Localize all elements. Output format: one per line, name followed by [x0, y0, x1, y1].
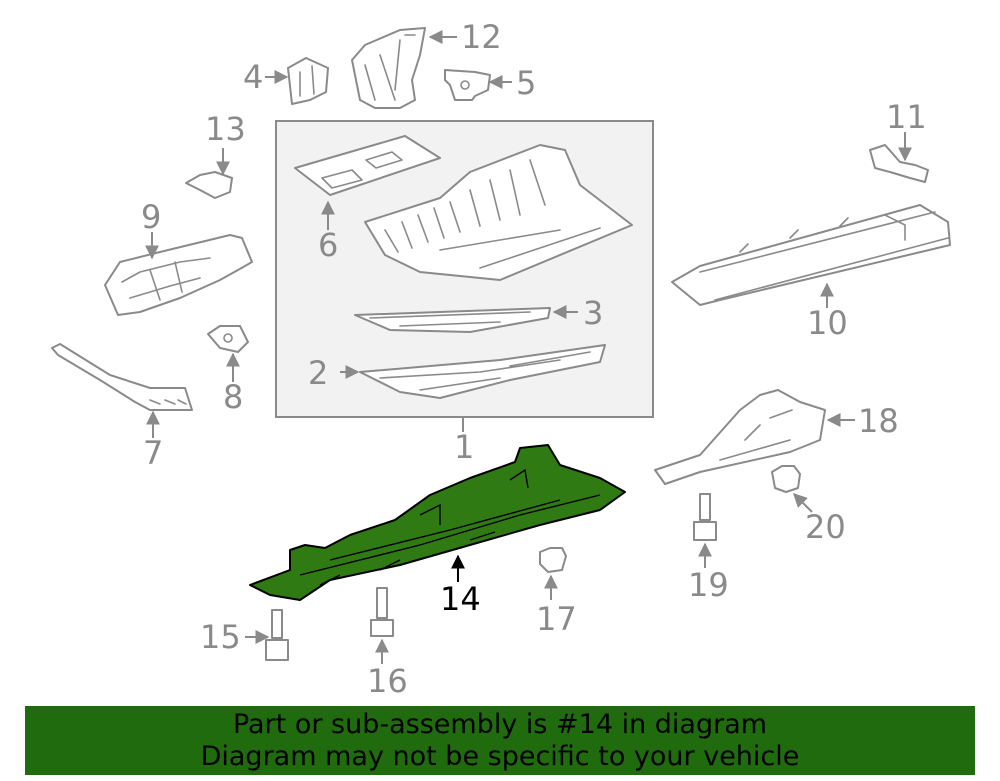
part-7-extension — [51, 343, 193, 411]
callout-3: 3 — [583, 294, 603, 332]
part-9-panel — [104, 234, 253, 316]
part-5-bracket — [444, 69, 491, 101]
callout-12: 12 — [461, 18, 502, 56]
callout-9: 9 — [141, 198, 161, 236]
part-8-bracket — [207, 325, 249, 353]
callout-11: 11 — [886, 98, 927, 136]
part-15-bolt — [265, 609, 289, 661]
callout-14: 14 — [440, 580, 481, 618]
callout-5: 5 — [516, 64, 536, 102]
part-4-bracket — [287, 57, 329, 105]
callout-7: 7 — [143, 434, 163, 472]
part-6-panel — [294, 135, 441, 196]
part-13-clip — [185, 171, 233, 199]
part-14-shield-highlighted[interactable] — [249, 444, 626, 601]
part-2-rail — [359, 344, 606, 399]
part-20-nut — [771, 465, 801, 493]
floor-pan — [364, 144, 633, 281]
part-16-bolt — [370, 587, 394, 637]
callout-17: 17 — [536, 600, 577, 638]
parts-diagram: 1 2 3 4 5 6 7 8 9 10 11 12 13 14 15 16 1… — [51, 18, 951, 700]
callout-16: 16 — [367, 662, 408, 700]
part-10-sill — [671, 204, 951, 306]
part-3-rail — [354, 307, 551, 333]
callout-19: 19 — [688, 566, 729, 604]
banner-line-1: Part or sub-assembly is #14 in diagram — [232, 709, 768, 740]
callout-13: 13 — [205, 110, 246, 148]
callout-2: 2 — [308, 354, 328, 392]
callout-6: 6 — [318, 226, 338, 264]
callout-4: 4 — [243, 58, 263, 96]
part-12-bracket — [351, 27, 426, 109]
info-banner: Part or sub-assembly is #14 in diagram D… — [25, 706, 975, 775]
callout-1: 1 — [454, 428, 474, 466]
banner-line-2: Diagram may not be specific to your vehi… — [200, 741, 800, 772]
part-17-nut — [539, 547, 567, 573]
part-18-panel — [654, 389, 826, 485]
callout-20: 20 — [805, 508, 846, 546]
part-19-bolt — [693, 493, 717, 541]
callout-10: 10 — [807, 304, 848, 342]
callout-18: 18 — [858, 402, 899, 440]
callout-8: 8 — [223, 378, 243, 416]
part-11-bracket — [869, 144, 929, 183]
callout-15: 15 — [200, 618, 241, 656]
